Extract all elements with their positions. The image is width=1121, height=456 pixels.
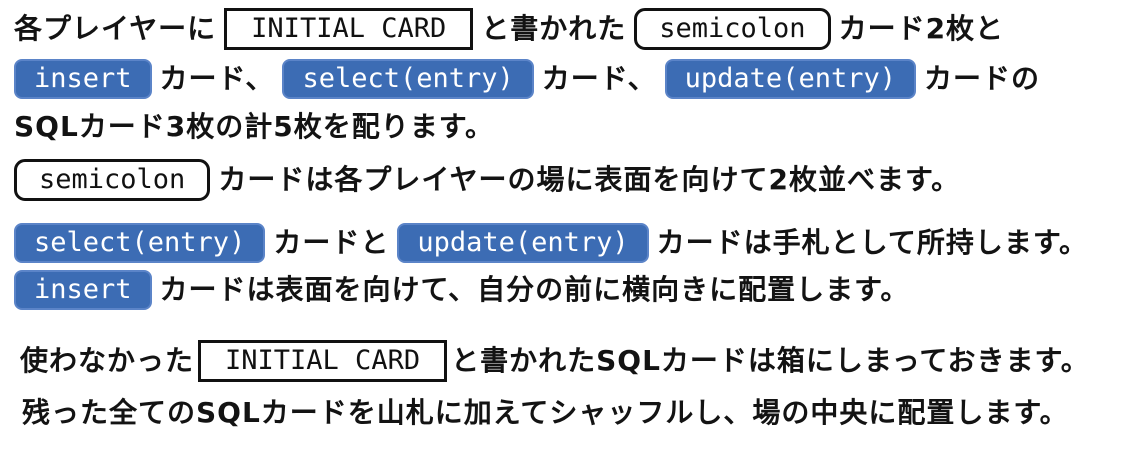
badge-select-entry: select(entry) — [282, 59, 534, 99]
body-text: カード、 — [541, 62, 657, 95]
badge-select-entry: select(entry) — [14, 223, 266, 263]
body-text: カード2枚と — [838, 12, 1005, 45]
line-8: 残った全てのSQLカードを山札に加えてシャッフルし、場の中央に配置します。 — [14, 393, 1121, 433]
body-text: カードは各プレイヤーの場に表面を向けて2枚並べます。 — [218, 163, 961, 196]
body-text: 残った全てのSQLカードを山札に加えてシャッフルし、場の中央に配置します。 — [22, 396, 1069, 429]
body-text: カードは手札として所持します。 — [656, 226, 1089, 259]
body-text: 各プレイヤーに — [14, 12, 217, 45]
body-text: と書かれた — [481, 12, 627, 45]
badge-semicolon: semicolon — [14, 159, 211, 201]
body-text: カードと — [273, 226, 390, 259]
badge-initial-card: INITIAL CARD — [198, 340, 448, 382]
badge-semicolon: semicolon — [634, 8, 831, 50]
body-text: カード、 — [159, 62, 275, 95]
body-text: カードの — [923, 62, 1040, 95]
badge-insert: insert — [14, 270, 152, 310]
body-text: SQLカード3枚の計5枚を配ります。 — [14, 110, 494, 143]
body-text: カードは表面を向けて、自分の前に横向きに配置します。 — [159, 273, 910, 306]
line-3: SQLカード3枚の計5枚を配ります。 — [14, 107, 1121, 147]
badge-update-entry: update(entry) — [664, 59, 916, 99]
body-text: と書かれたSQLカードは箱にしまっておきます。 — [451, 344, 1090, 377]
badge-insert: insert — [14, 59, 152, 99]
badge-update-entry: update(entry) — [397, 223, 649, 263]
body-text: 使わなかった — [20, 344, 195, 377]
badge-initial-card: INITIAL CARD — [224, 8, 474, 50]
